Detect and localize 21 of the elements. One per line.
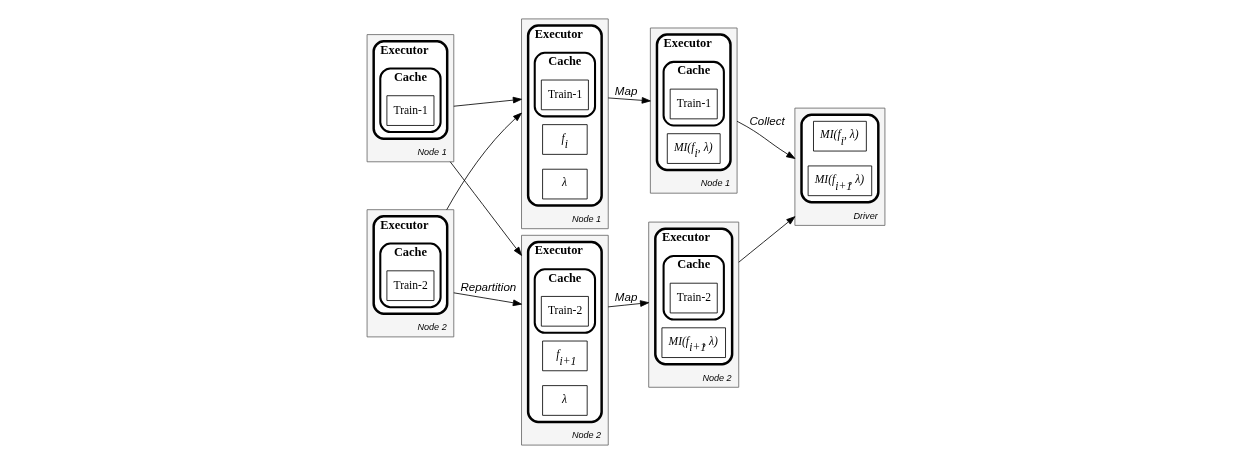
arrow bbox=[453, 96, 522, 107]
arrow bbox=[446, 112, 522, 210]
cluster bbox=[800, 113, 880, 203]
node-box: Train-1 bbox=[669, 88, 718, 119]
node-box: Train-2 bbox=[669, 282, 718, 313]
node-box: Train-1 bbox=[540, 79, 589, 110]
edge-label: Repartition bbox=[460, 280, 517, 293]
arrow bbox=[738, 215, 796, 263]
arrow bbox=[449, 160, 522, 256]
node-box: Train-1 bbox=[386, 94, 435, 126]
edge-label: Map bbox=[614, 84, 638, 97]
node-box: Train-2 bbox=[386, 269, 435, 301]
arrow bbox=[607, 96, 651, 104]
arrow bbox=[453, 291, 522, 306]
edge-label: Map bbox=[614, 290, 638, 303]
node-box: λ bbox=[542, 384, 588, 416]
arrow bbox=[736, 120, 796, 159]
arrow bbox=[607, 299, 650, 307]
edge-label: Collect bbox=[749, 114, 785, 127]
node-box: λ bbox=[542, 168, 588, 199]
node-box: Train-2 bbox=[540, 295, 589, 327]
